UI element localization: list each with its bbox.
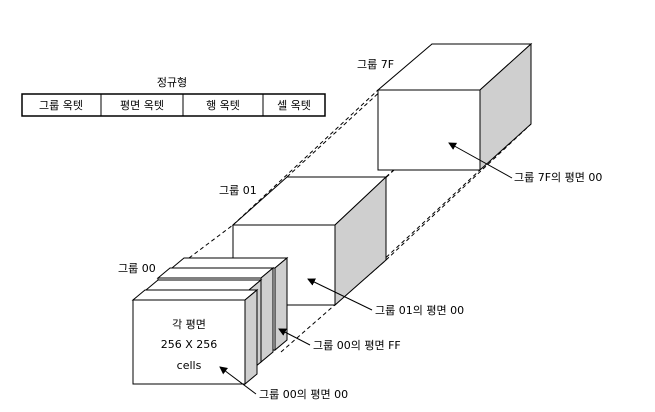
group-00-planes — [131, 256, 289, 386]
format-title: 정규형 — [157, 76, 187, 89]
group-7f-label: 그룹 7F — [357, 58, 394, 71]
arrow-group-00-plane-ff — [278, 328, 311, 346]
arrow-group-01-plane-00 — [307, 278, 373, 311]
plane-box-line3: cells — [177, 359, 202, 372]
plane-box-line1: 각 평면 — [172, 318, 206, 331]
format-field-plane: 평면 옥텟 — [120, 99, 164, 112]
format-field-group: 그룹 옥텟 — [39, 99, 83, 112]
format-table: 그룹 옥텟 평면 옥텟 행 옥텟 셀 옥텟 — [21, 93, 326, 117]
group-01-label: 그룹 01 — [219, 184, 257, 197]
plane-box-line2: 256 X 256 — [161, 338, 218, 351]
group-7f-cube — [376, 42, 533, 172]
label-group-00-plane-ff: 그룹 00의 평면 FF — [313, 339, 401, 352]
format-field-cell: 셀 옥텟 — [277, 99, 311, 112]
arrow-group-00-plane-00 — [219, 366, 257, 395]
group-00-label: 그룹 00 — [118, 262, 156, 275]
format-field-row: 행 옥텟 — [206, 99, 240, 112]
pointer-arrows — [219, 142, 513, 395]
label-group-7f-plane-00: 그룹 7F의 평면 00 — [514, 171, 602, 184]
label-group-00-plane-00: 그룹 00의 평면 00 — [259, 388, 348, 401]
arrow-group-7f-plane-00 — [448, 142, 513, 179]
label-group-01-plane-00: 그룹 01의 평면 00 — [375, 304, 464, 317]
